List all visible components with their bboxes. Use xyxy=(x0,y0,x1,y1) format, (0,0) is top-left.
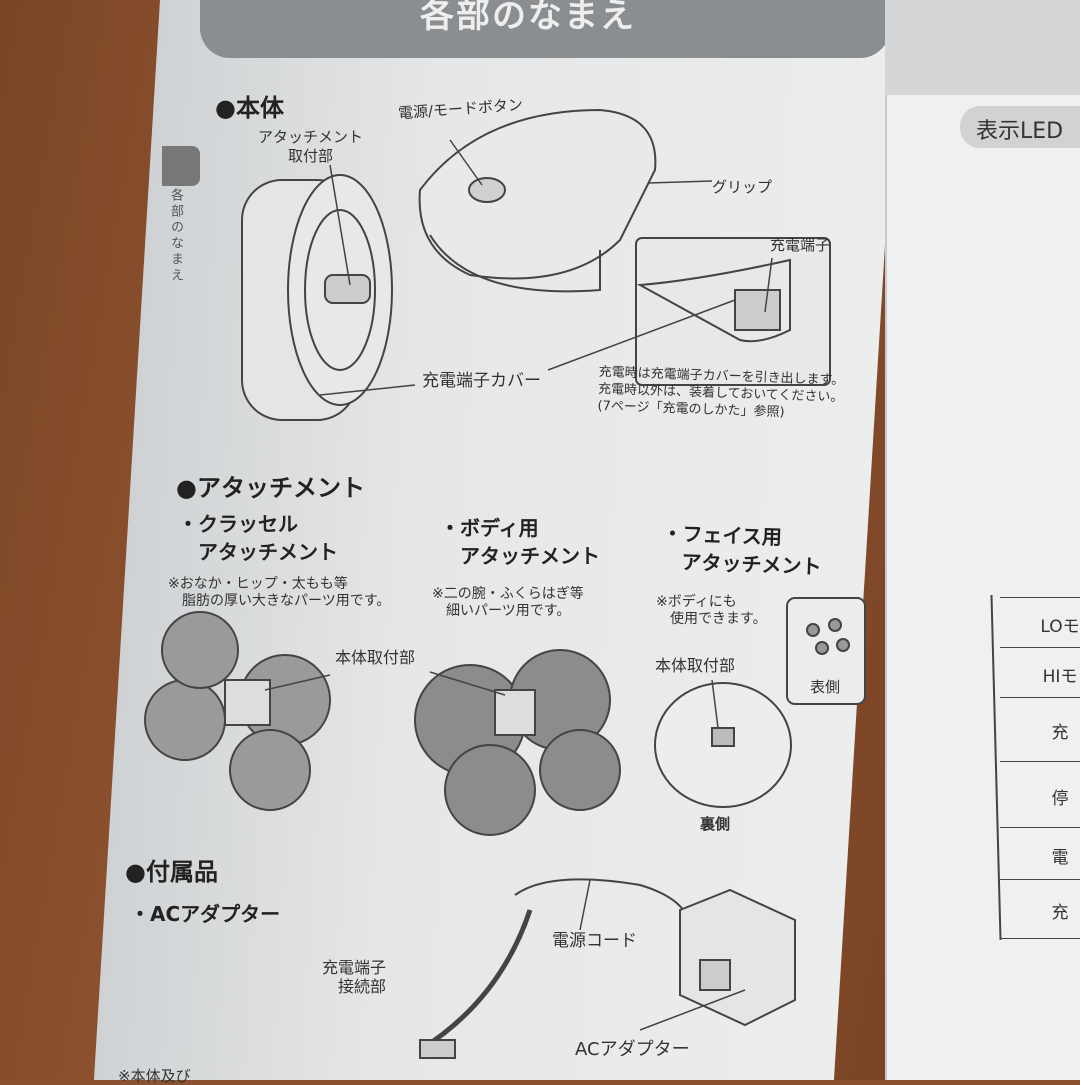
face-attachment-back-illustration xyxy=(654,679,792,808)
side-tab xyxy=(162,146,200,186)
section-heading-attachment: ●アタッチメント xyxy=(176,474,365,502)
face-attachment-front-illustration xyxy=(786,597,866,705)
right-header-band xyxy=(885,0,1080,95)
main-unit-side-illustration xyxy=(241,174,393,421)
main-unit-top-illustration xyxy=(418,108,657,293)
body-attachment-illustration xyxy=(414,649,621,836)
face-attachment-note: ※ボディにも 使用できます。 xyxy=(656,594,767,627)
table-row: HIモ xyxy=(1000,647,1080,697)
charge-terminal-detail xyxy=(635,237,831,386)
section-heading-body: ●本体 xyxy=(215,94,284,122)
grip-label: グリップ xyxy=(712,178,773,196)
charging-note: 充電時は充電端子カバーを引き出します。 充電時以外は、装着しておいてください。 … xyxy=(597,364,844,424)
table-row: LOモ xyxy=(1000,597,1080,647)
section-heading-accessories: ●付属品 xyxy=(125,858,218,886)
page-title: 各部のなまえ xyxy=(420,0,636,36)
ac-adapter-label: ACアダプター xyxy=(575,1039,690,1060)
face-attachment-title: ・フェイス用 アタッチメント xyxy=(661,521,822,579)
attachment-mount-label: アタッチメント 取付部 xyxy=(258,128,364,165)
header-band xyxy=(200,0,890,58)
table-row: 電 xyxy=(1000,827,1080,879)
charge-cover-label: 充電端子カバー xyxy=(422,371,541,391)
face-mount-label: 本体取付部 xyxy=(655,656,736,675)
body-attachment-title: ・ボディ用 アタッチメント xyxy=(440,516,600,568)
table-row: 停 xyxy=(1000,761,1080,827)
ac-adapter-illustration xyxy=(418,878,796,1059)
led-section-title: 表示LED xyxy=(960,106,1080,148)
crussel-attachment-illustration xyxy=(144,611,331,811)
charge-terminal-label: 充電端子 xyxy=(770,236,831,254)
crussel-mount-label: 本体取付部 xyxy=(335,648,416,667)
table-row: 充 xyxy=(1000,697,1080,761)
side-tab-label: 各部のなまえ xyxy=(168,188,183,284)
front-side-label: 表側 xyxy=(810,678,841,696)
body-attachment-note: ※二の腕・ふくらはぎ等 細いパーツ用です。 xyxy=(432,586,584,619)
table-row: 充 xyxy=(1000,879,1080,939)
crussel-attachment-note: ※おなか・ヒップ・太もも等 脂肪の厚い大きなパーツ用です。 xyxy=(168,576,391,609)
footer-note: ※本体及び xyxy=(118,1067,191,1085)
back-side-label: 裏側 xyxy=(700,815,731,833)
connector-label: 充電端子 接続部 xyxy=(322,958,387,996)
power-cord-label: 電源コード xyxy=(552,931,637,951)
crussel-attachment-title: ・クラッセル アタッチメント xyxy=(178,512,338,564)
ac-adapter-title: ・ACアダプター xyxy=(130,902,281,926)
right-page xyxy=(885,0,1080,1080)
